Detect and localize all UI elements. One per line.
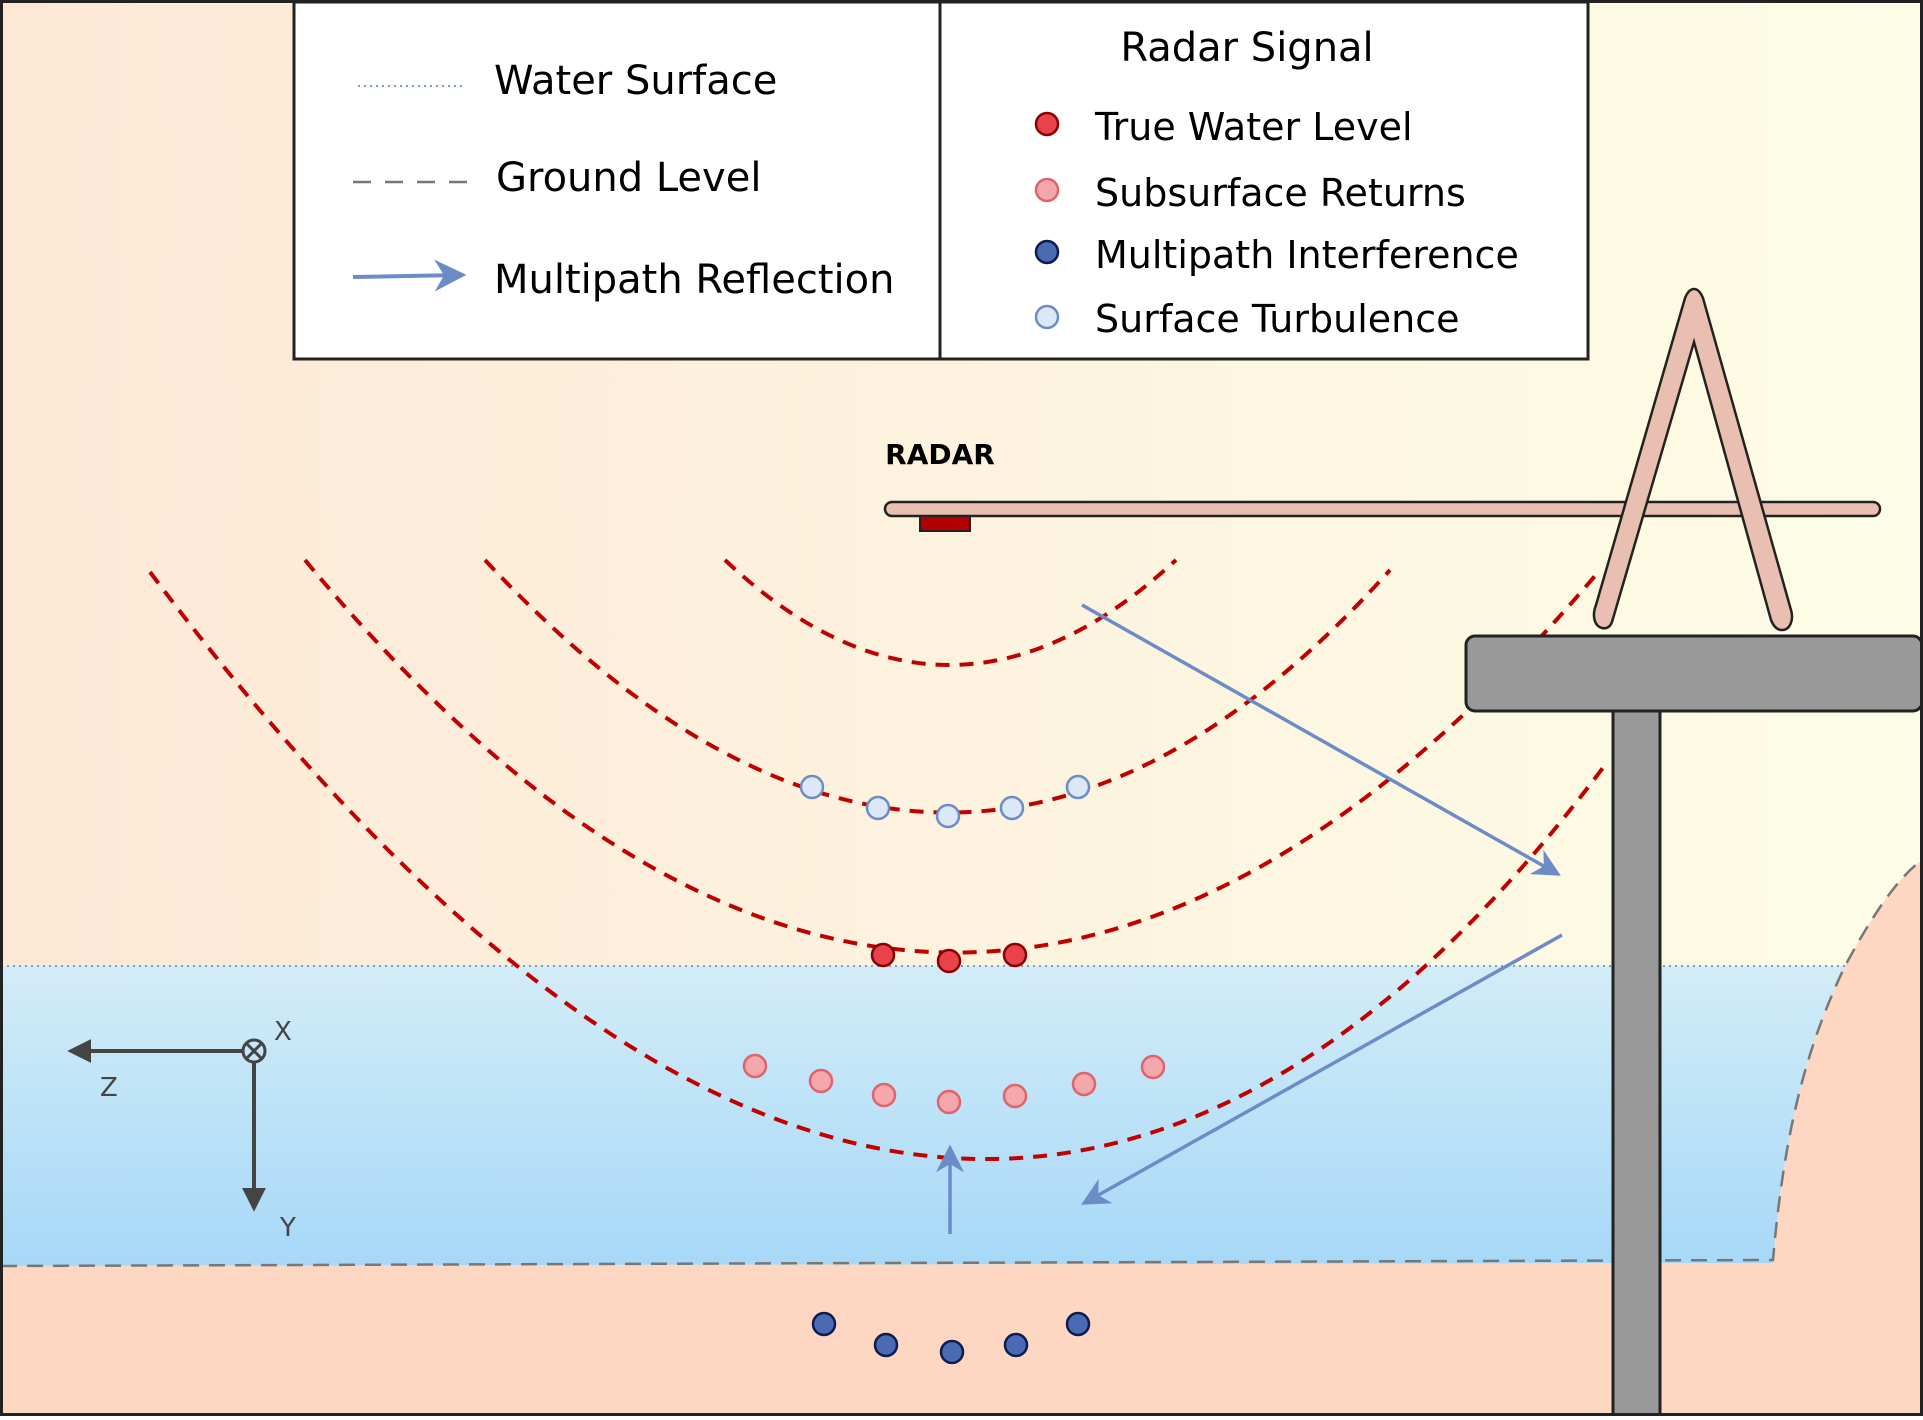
true-level-point bbox=[1002, 942, 1028, 968]
coordinate-axes: X Z Y bbox=[67, 1017, 296, 1243]
legend-surface-turbulence-swatch bbox=[1034, 304, 1060, 330]
legend-water-surface-label: Water Surface bbox=[494, 58, 777, 104]
true-level-point bbox=[936, 948, 962, 974]
multipath-point bbox=[811, 1311, 837, 1337]
platform bbox=[1464, 634, 1923, 713]
legend-multipath-reflection-swatch bbox=[352, 259, 467, 292]
legend-multipath-reflection-label: Multipath Reflection bbox=[494, 257, 894, 303]
true-level-point bbox=[870, 942, 896, 968]
multipath-arrow-down bbox=[1081, 603, 1561, 876]
wavefront-4 bbox=[148, 570, 1607, 1161]
radar-sensor bbox=[919, 515, 971, 532]
a-frame bbox=[1592, 287, 1794, 632]
turbulence-point bbox=[1065, 774, 1091, 800]
legend-subsurface-returns-swatch bbox=[1034, 177, 1060, 203]
turbulence-point bbox=[935, 803, 961, 829]
legend-true-water-level-label: True Water Level bbox=[1094, 105, 1413, 149]
turbulence-point bbox=[999, 795, 1025, 821]
legend-true-water-level-swatch bbox=[1034, 111, 1060, 137]
subsurface-point bbox=[1071, 1071, 1097, 1097]
subsurface-point bbox=[808, 1068, 834, 1094]
legend-subsurface-returns-label: Subsurface Returns bbox=[1095, 171, 1466, 215]
subsurface-point bbox=[1002, 1083, 1028, 1109]
water-body bbox=[1, 966, 1845, 1266]
z-axis-label: Z bbox=[100, 1073, 118, 1103]
true-water-level-points bbox=[870, 942, 1028, 974]
multipath-interference-points bbox=[811, 1311, 1091, 1365]
multipath-arrows bbox=[936, 603, 1563, 1234]
ground bbox=[1, 860, 1922, 1415]
turbulence-point bbox=[865, 795, 891, 821]
x-axis-label: X bbox=[274, 1017, 292, 1047]
surface-turbulence-points bbox=[799, 774, 1091, 829]
turbulence-point bbox=[799, 774, 825, 800]
subsurface-point bbox=[1140, 1054, 1166, 1080]
radar-label: RADAR bbox=[885, 438, 995, 471]
support-pole bbox=[1611, 708, 1662, 1418]
legend-multipath-interference-swatch bbox=[1034, 239, 1060, 265]
wavefront-1 bbox=[723, 558, 1178, 667]
radar-arm bbox=[883, 500, 1882, 518]
multipath-arrow-return bbox=[1081, 933, 1563, 1205]
multipath-point bbox=[939, 1339, 965, 1365]
legend: Water Surface Ground Level Multipath Ref… bbox=[292, 0, 1590, 361]
subsurface-point bbox=[871, 1082, 897, 1108]
multipath-point bbox=[1065, 1311, 1091, 1337]
subsurface-point bbox=[742, 1053, 768, 1079]
subsurface-return-points bbox=[742, 1053, 1166, 1115]
multipath-point bbox=[873, 1332, 899, 1358]
legend-radar-signal-title: Radar Signal bbox=[1120, 25, 1373, 71]
multipath-point bbox=[1003, 1332, 1029, 1358]
legend-multipath-interference-label: Multipath Interference bbox=[1095, 233, 1519, 277]
legend-ground-level-label: Ground Level bbox=[496, 155, 761, 201]
x-axis-into-page-icon bbox=[241, 1038, 267, 1064]
subsurface-point bbox=[936, 1089, 962, 1115]
y-axis-label: Y bbox=[279, 1213, 296, 1243]
ground-level-line bbox=[0, 858, 1923, 1268]
legend-surface-turbulence-label: Surface Turbulence bbox=[1095, 297, 1460, 341]
